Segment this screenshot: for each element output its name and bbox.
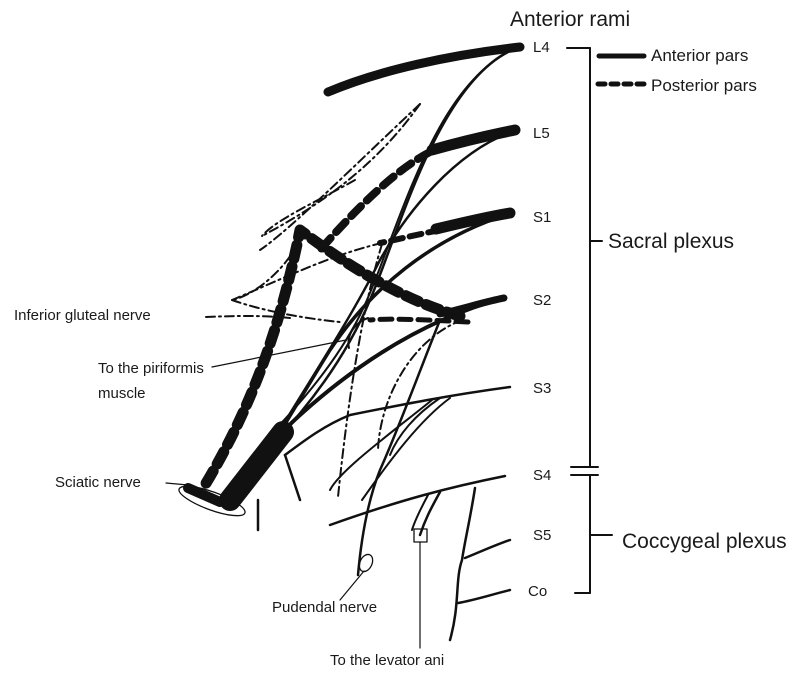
root-label-s2: S2 — [533, 292, 551, 309]
root-label-s3: S3 — [533, 380, 551, 397]
coccygeal-trunk — [450, 488, 475, 640]
root-label-s1: S1 — [533, 209, 551, 226]
root-label-l5: L5 — [533, 125, 550, 142]
s5-fibre — [465, 540, 510, 558]
co-fibre — [458, 590, 510, 603]
pudendal-leader — [340, 571, 364, 600]
s3-lateral — [285, 455, 300, 500]
legend-anterior-pars: Anterior pars — [651, 46, 748, 66]
pudendal-nerve-label: Pudendal nerve — [272, 599, 377, 616]
posterior-fibre-main — [205, 230, 460, 485]
l5-root-stem — [432, 130, 515, 150]
inferior-gluteal-nerve-label: Inferior gluteal nerve — [14, 307, 151, 324]
pudendal-dashdot-2 — [378, 320, 462, 450]
sciatic-trunk — [230, 432, 283, 500]
s3-branch-c — [330, 400, 432, 490]
gluteal-branch-to-label — [206, 316, 290, 318]
diagram-title: Anterior rami — [510, 8, 630, 32]
sciatic-nerve-label: Sciatic nerve — [55, 474, 141, 491]
levator-ani-label: To the levator ani — [330, 652, 444, 669]
l4-root-stem — [328, 47, 520, 92]
root-label-co: Co — [528, 583, 547, 600]
piriformis-label-line2: muscle — [98, 385, 146, 402]
piriformis-label-line1: To the piriformis — [98, 360, 204, 377]
sacral-plexus-label: Sacral plexus — [608, 230, 734, 254]
root-label-s5: S5 — [533, 527, 551, 544]
posterior-fibre-s1 — [380, 230, 440, 243]
root-label-s4: S4 — [533, 467, 551, 484]
root-label-l4: L4 — [533, 39, 550, 56]
s4-branch-levator-2 — [412, 495, 428, 530]
coccygeal-plexus-label: Coccygeal plexus — [622, 530, 787, 554]
sciatic-tip — [188, 488, 220, 502]
legend-posterior-pars: Posterior pars — [651, 76, 757, 96]
sciatic-leader — [166, 483, 188, 485]
